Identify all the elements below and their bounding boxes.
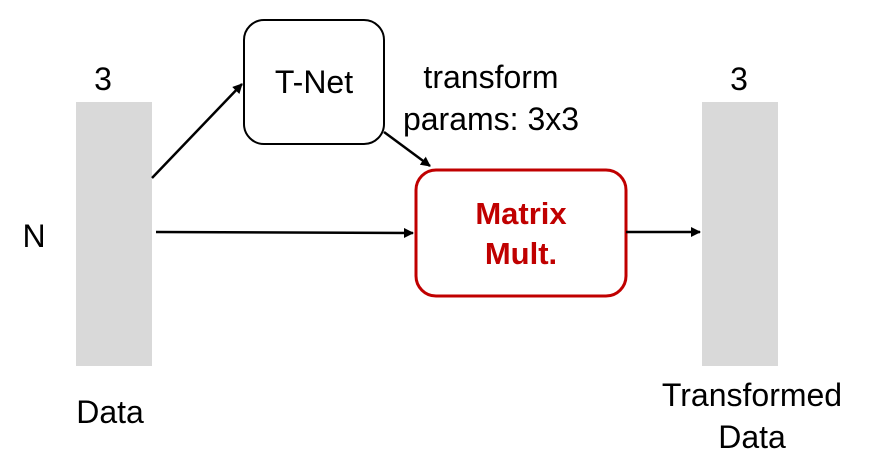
transform-params-label-line2: params: 3x3 xyxy=(403,101,579,137)
matrix-mult-label-line1: Matrix xyxy=(475,196,567,231)
tnet-label: T-Net xyxy=(275,64,353,100)
output-caption-line2: Data xyxy=(718,419,786,455)
input-dim-top: 3 xyxy=(94,61,112,97)
input-dim-side: N xyxy=(22,218,45,254)
matrix-mult-label-line2: Mult. xyxy=(485,236,557,271)
output-data-block xyxy=(702,102,778,366)
tnet-box xyxy=(243,19,385,145)
arrow-data-to-tnet xyxy=(151,83,243,179)
transform-params-label-line1: transform xyxy=(423,59,558,95)
output-dim-top: 3 xyxy=(730,61,748,97)
arrow-tnet-to-matmul xyxy=(383,130,431,168)
arrow-data-to-matmul xyxy=(155,227,414,238)
matrix-mult-box xyxy=(414,168,628,298)
input-data-block xyxy=(76,102,152,366)
output-caption-line1: Transformed xyxy=(662,377,842,413)
input-caption: Data xyxy=(76,394,144,430)
